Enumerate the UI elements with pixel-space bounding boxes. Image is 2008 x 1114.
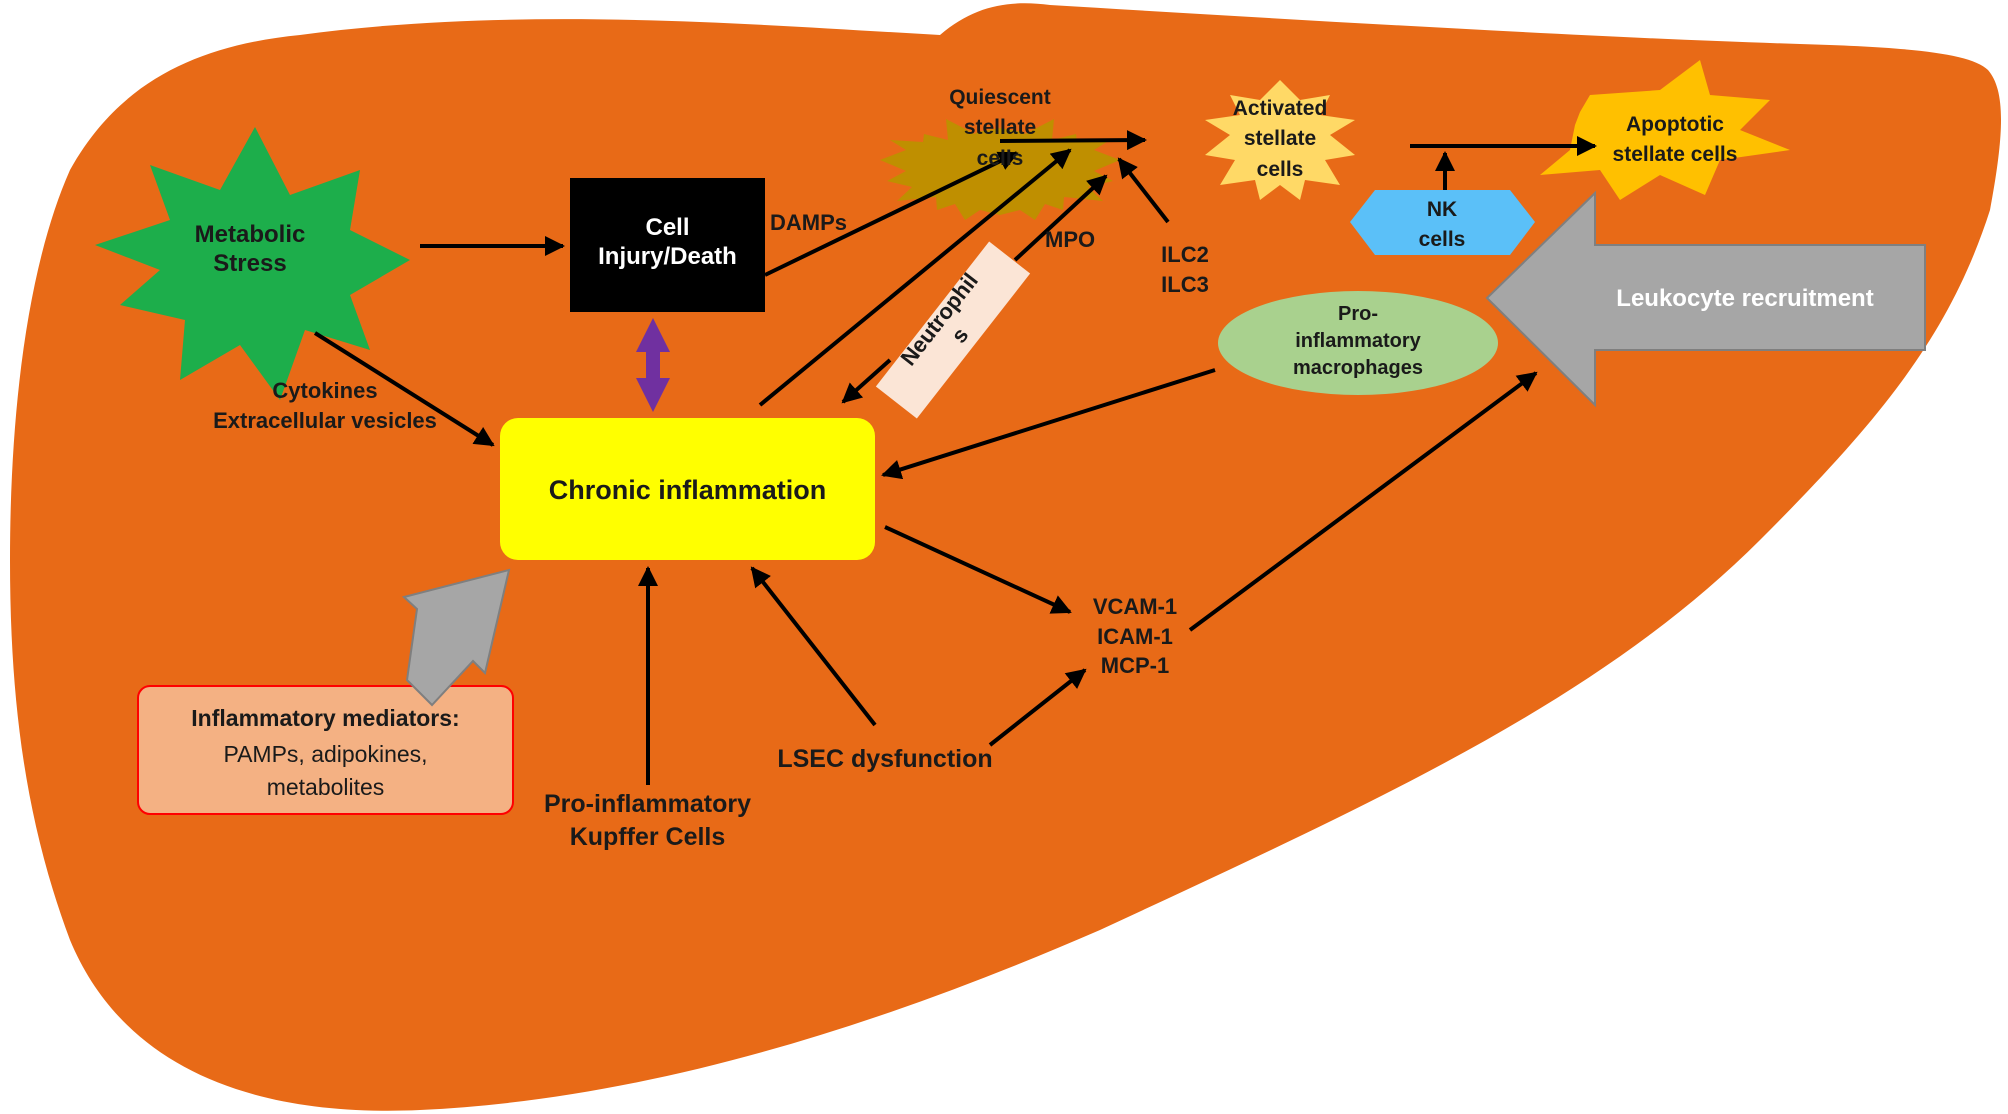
liver-shape bbox=[10, 3, 2002, 1111]
mpo-label: MPO bbox=[1045, 227, 1096, 252]
mediators-to-inflammation-arrow bbox=[401, 568, 511, 707]
arrow-lsec-to-adhesion bbox=[988, 668, 1087, 747]
arrow-ilc-to-activated bbox=[1117, 157, 1170, 224]
ilc-label: ILC2 ILC3 bbox=[1161, 242, 1209, 297]
chronic-inflammation-label: Chronic inflammation bbox=[548, 475, 827, 505]
arrow-stress-to-inflammation bbox=[313, 331, 495, 447]
arrow-quiescent-to-activated bbox=[999, 130, 1147, 151]
arrow-adhesion-to-leukocyte bbox=[1188, 371, 1538, 632]
leukocyte-recruitment-arrow bbox=[1485, 190, 1926, 408]
arrow-lsec-to-inflammation bbox=[750, 566, 877, 727]
nk-cells-hexagon bbox=[1350, 190, 1535, 255]
activated-stellate-burst bbox=[1205, 80, 1355, 200]
arrow-mpo-to-activated bbox=[1013, 174, 1108, 262]
arrow-injury-to-stellate bbox=[764, 151, 1019, 277]
mediators-body: PAMPs, adipokines, metabolites bbox=[223, 741, 428, 801]
arrow-macrophages-to-inflammation bbox=[881, 368, 1216, 480]
lsec-dysfunction-label: LSEC dysfunction bbox=[777, 745, 993, 773]
quiescent-stellate-label: Quiescent stellate cells bbox=[949, 86, 1051, 170]
neutrophils-tag bbox=[875, 241, 1031, 419]
arrow-neutrophils-to-inflammation bbox=[841, 358, 892, 404]
inflammatory-mediators-box bbox=[137, 685, 514, 815]
mediators-title: Inflammatory mediators: bbox=[191, 705, 460, 731]
cytokines-label: Cytokines Extracellular vesicles bbox=[213, 378, 437, 433]
adhesion-molecules-label: VCAM-1 ICAM-1 MCP-1 bbox=[1092, 594, 1178, 679]
cell-injury-box bbox=[570, 178, 765, 312]
apoptotic-stellate-label: Apoptotic stellate cells bbox=[1612, 113, 1738, 167]
pro-macrophages-label: Pro- inflammatory macrophages bbox=[1292, 303, 1424, 379]
leukocyte-recruitment-label: Leukocyte recruitment bbox=[1616, 285, 1874, 312]
nk-cells-label: NK cells bbox=[1418, 198, 1466, 252]
injury-inflammation-double-arrow bbox=[636, 318, 670, 412]
cell-injury-label: Cell Injury/Death bbox=[598, 214, 737, 270]
arrow-inflammation-to-activated bbox=[758, 148, 1072, 407]
metabolic-stress-star bbox=[95, 127, 410, 400]
metabolic-stress-label: Metabolic Stress bbox=[194, 221, 306, 277]
kupffer-cells-label: Pro-inflammatory Kupffer Cells bbox=[544, 790, 751, 851]
apoptotic-stellate-burst bbox=[1540, 60, 1790, 200]
activated-stellate-label: Activated stellate cells bbox=[1232, 97, 1328, 181]
arrow-inflammation-to-adhesion bbox=[884, 525, 1072, 614]
damps-label: DAMPs bbox=[770, 210, 848, 235]
chronic-inflammation-box bbox=[500, 418, 875, 560]
pro-macrophages-ellipse bbox=[1218, 291, 1498, 395]
